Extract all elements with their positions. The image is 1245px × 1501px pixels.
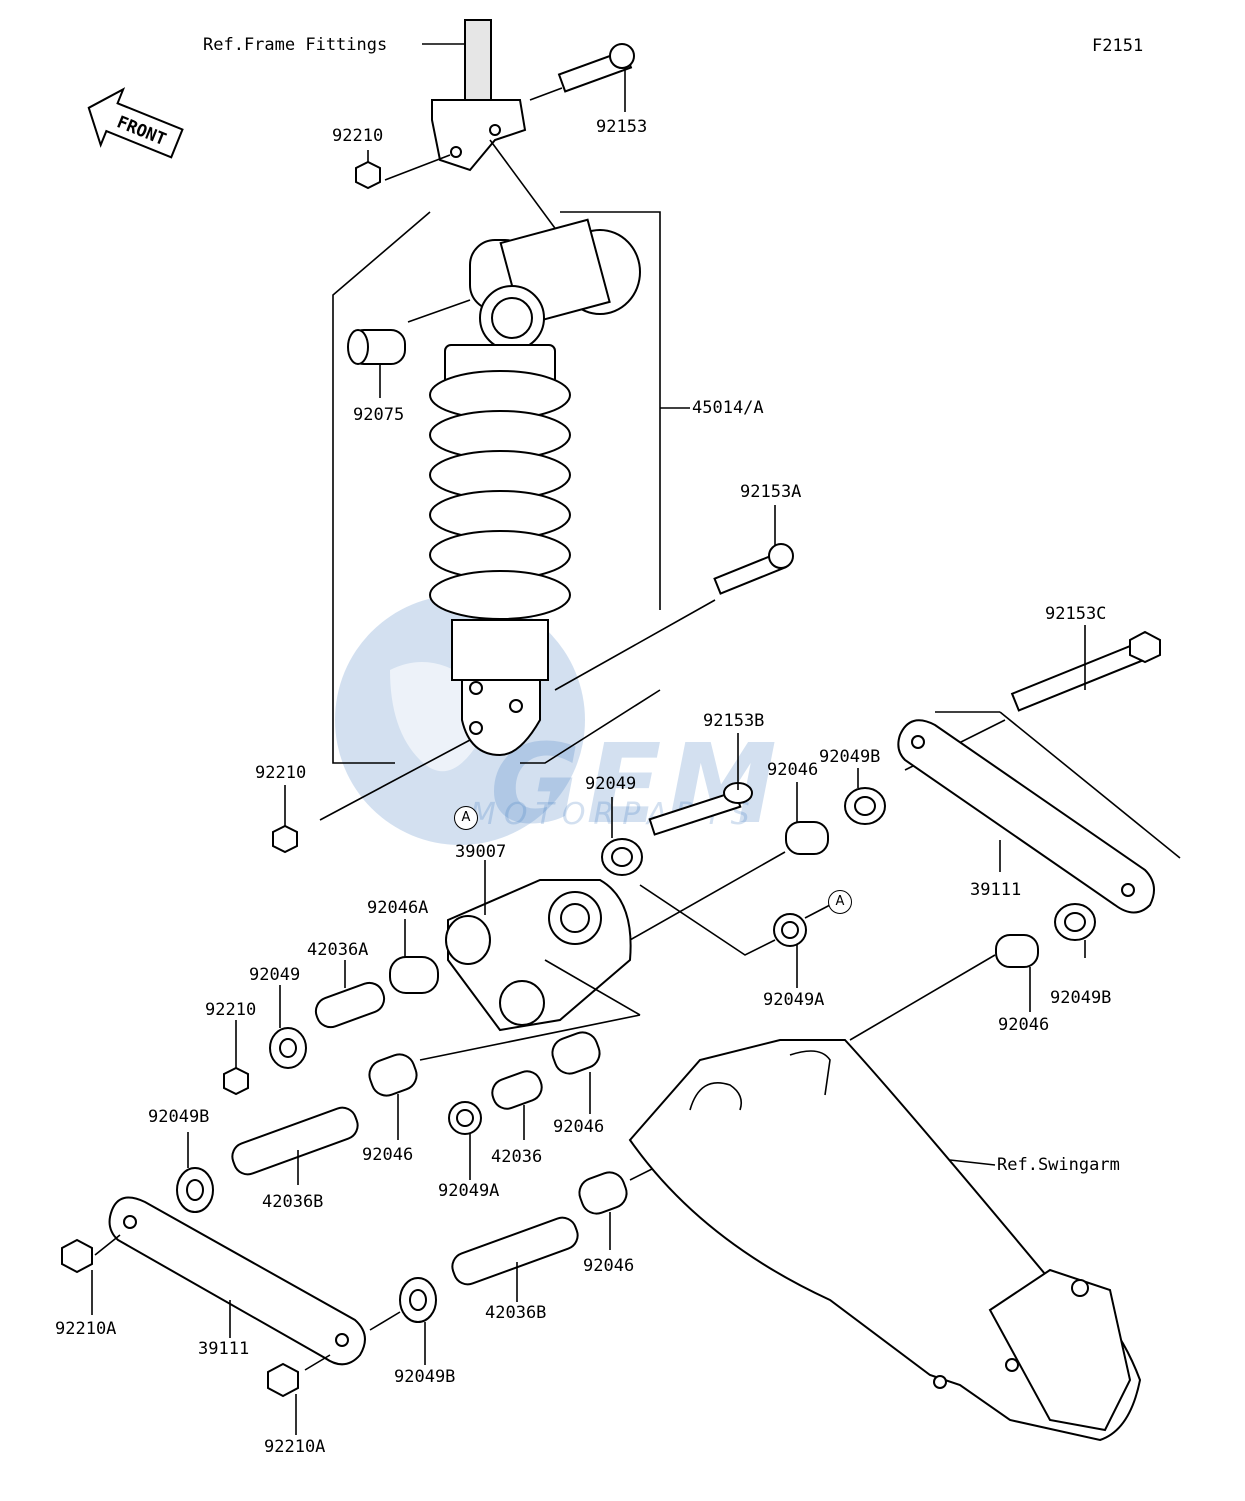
tie-rod-39111-right	[897, 719, 1155, 914]
frame-fitting	[431, 19, 527, 172]
label-92049a-right: 92049A	[763, 990, 825, 1010]
watermark-name: GEM	[490, 720, 783, 848]
label-92075: 92075	[353, 405, 405, 425]
label-92153c: 92153C	[1045, 604, 1107, 624]
label-92210a-bottom: 92210A	[264, 1437, 326, 1457]
collar-92075	[347, 329, 406, 365]
nut-92210-top	[355, 160, 381, 190]
label-42036b-bottom: 42036B	[485, 1303, 547, 1323]
nut-92210A-bottom	[267, 1362, 299, 1398]
bolt-92153B	[648, 782, 753, 836]
seal-92049A-right	[773, 913, 807, 947]
label-92210-left: 92210	[205, 1000, 257, 1020]
rocker-39007	[445, 879, 632, 1032]
collar-42036B-bottom	[451, 1216, 579, 1286]
marker-a-right: A	[828, 890, 852, 914]
marker-a-left: A	[454, 806, 478, 830]
label-92049-left: 92049	[249, 965, 301, 985]
label-42036: 42036	[491, 1147, 543, 1167]
label-92046-bottom: 92046	[583, 1256, 635, 1276]
nut-92210-left	[223, 1066, 249, 1096]
label-92046-top: 92046	[767, 760, 819, 780]
label-92210a-left: 92210A	[55, 1319, 117, 1339]
bearing-92046-lower-left	[368, 1053, 418, 1097]
figure-id: F2151	[1092, 36, 1144, 56]
nut-92210A-left	[61, 1238, 93, 1274]
label-92049b-bottom: 92049B	[394, 1367, 456, 1387]
bearing-92046A	[389, 956, 439, 994]
collar-42036	[491, 1070, 543, 1110]
label-92049-mid: 92049	[585, 774, 637, 794]
label-92153: 92153	[596, 117, 648, 137]
seal-92049B-left	[176, 1167, 214, 1213]
spring-coil	[429, 370, 571, 620]
bolt-92153C	[1010, 630, 1161, 712]
label-42036a: 42036A	[307, 940, 369, 960]
label-92049b-left: 92049B	[148, 1107, 210, 1127]
label-92210-mid: 92210	[255, 763, 307, 783]
bearing-92046-lower-right	[551, 1031, 601, 1075]
bracket-line	[332, 211, 431, 764]
seal-92049A-lower	[448, 1101, 482, 1135]
label-92049b-right: 92049B	[1050, 988, 1112, 1008]
tie-rod-39111-left	[108, 1196, 366, 1366]
label-92210-top: 92210	[332, 126, 384, 146]
label-39111-right: 39111	[970, 880, 1022, 900]
seal-92049-mid	[601, 838, 643, 876]
swingarm	[628, 1039, 1142, 1442]
front-arrow-icon: FRONT	[87, 87, 184, 159]
label-92046-lower-left: 92046	[362, 1145, 414, 1165]
bolt-92153A	[713, 543, 794, 595]
bolt-92153	[557, 43, 635, 93]
bearing-92046-right	[995, 934, 1039, 968]
label-92049a-lower: 92049A	[438, 1181, 500, 1201]
label-92046a: 92046A	[367, 898, 429, 918]
label-ref-swingarm: Ref.Swingarm	[997, 1155, 1120, 1175]
label-ref-frame-fittings: Ref.Frame Fittings	[203, 35, 388, 55]
collar-42036B-left	[231, 1106, 359, 1176]
collar-42036A	[314, 981, 386, 1029]
label-39007: 39007	[455, 842, 507, 862]
seal-92049B-right	[1054, 903, 1096, 941]
label-92049b-top: 92049B	[819, 747, 881, 767]
seal-92049-left	[269, 1027, 307, 1069]
bearing-92046-bottom	[578, 1171, 628, 1215]
label-92046-lower-right: 92046	[553, 1117, 605, 1137]
label-39111-left: 39111	[198, 1339, 250, 1359]
nut-92210-mid	[272, 824, 298, 854]
label-45014a: 45014/A	[692, 398, 764, 418]
label-42036b-left: 42036B	[262, 1192, 324, 1212]
seal-92049B-top	[844, 787, 886, 825]
bracket-line	[560, 211, 661, 610]
seal-92049B-bottom	[399, 1277, 437, 1323]
bearing-92046-top	[785, 821, 829, 855]
bracket-line	[520, 689, 661, 764]
shock-absorber	[429, 218, 641, 757]
label-92153a: 92153A	[740, 482, 802, 502]
label-92153b: 92153B	[703, 711, 765, 731]
label-92046-right: 92046	[998, 1015, 1050, 1035]
